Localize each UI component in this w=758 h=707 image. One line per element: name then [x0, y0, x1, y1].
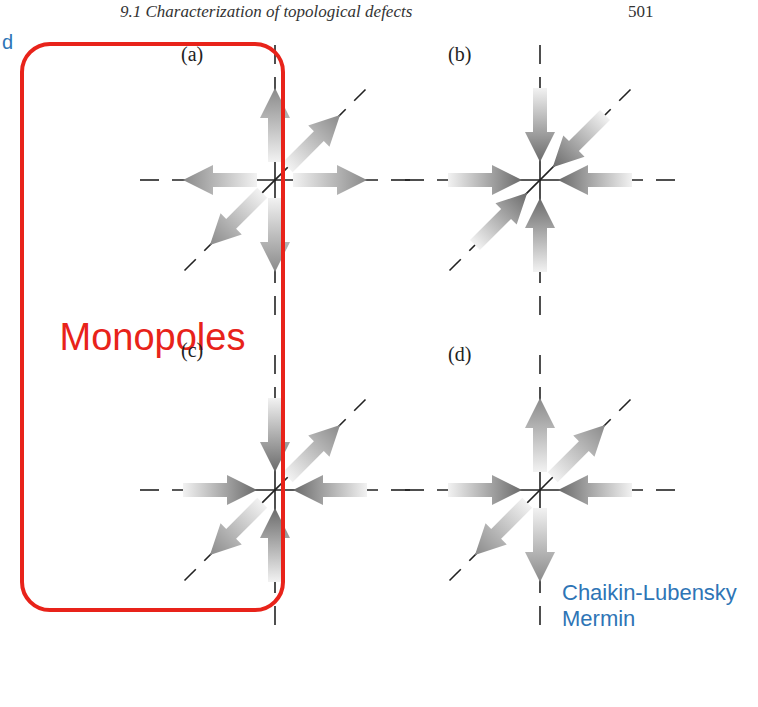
page-header: 9.1 Characterization of topological defe… — [120, 2, 412, 22]
citation-note: Chaikin-Lubensky Mermin — [562, 580, 742, 633]
panel-label: (d) — [448, 342, 471, 366]
highlight-frame: Monopoles — [20, 42, 285, 612]
panel-label: (b) — [448, 42, 471, 66]
page-number: 501 — [628, 2, 654, 22]
annotation-text: Monopoles — [60, 316, 246, 359]
panel-label: (c) — [181, 338, 203, 362]
cut-off-text: d — [2, 30, 13, 54]
panel-label: (a) — [181, 42, 203, 66]
